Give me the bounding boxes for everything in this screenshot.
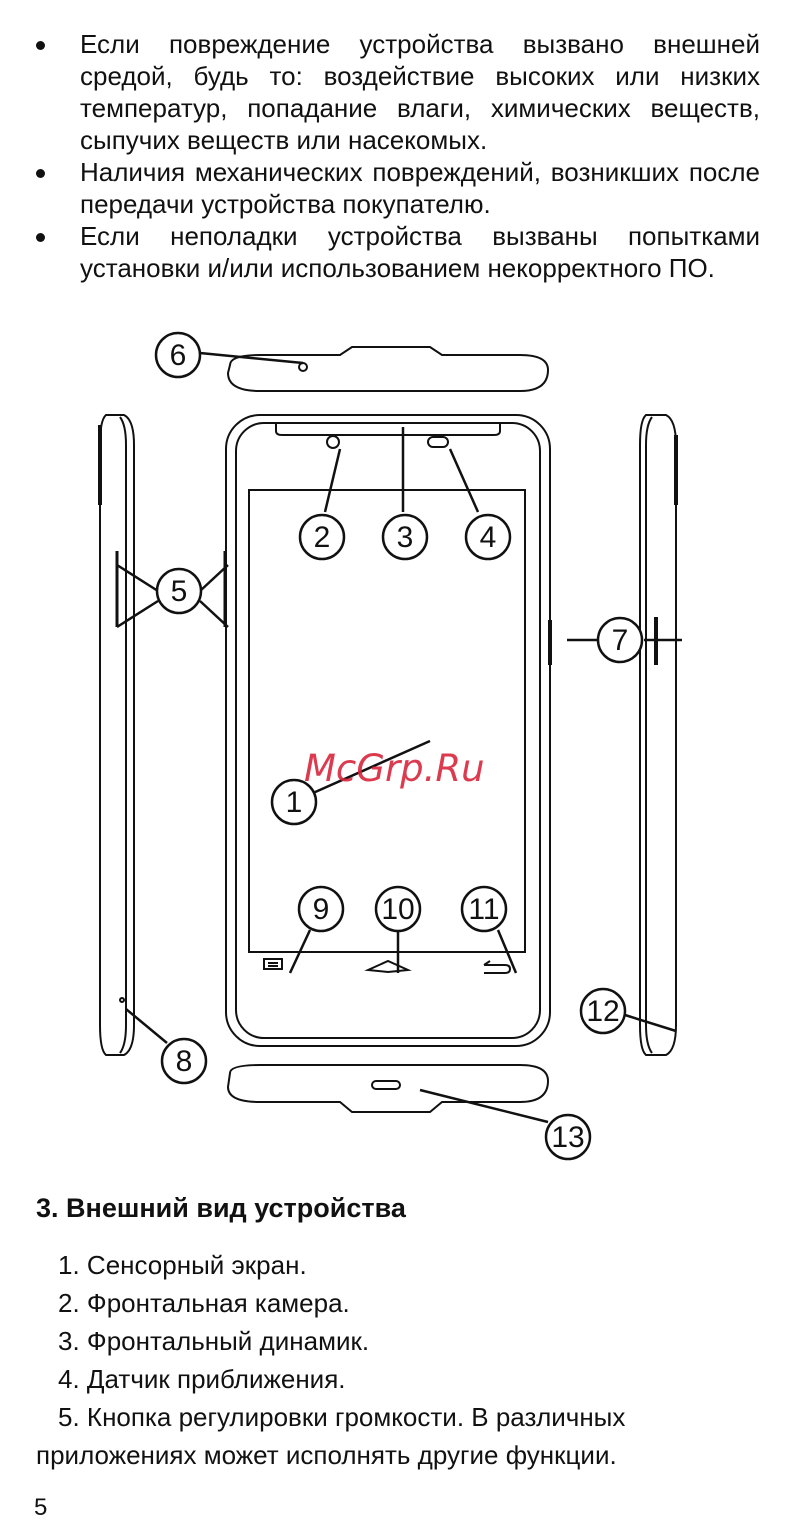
bullet-dot-icon bbox=[36, 169, 45, 178]
list-item: Наличия механических повреждений, возник… bbox=[36, 156, 760, 220]
callout-9: 9 bbox=[297, 885, 345, 933]
svg-text:9: 9 bbox=[313, 893, 330, 926]
list-item: 5. Кнопка регулировки громкости. В разли… bbox=[36, 1402, 626, 1470]
list-item: 4. Датчик приближения. bbox=[58, 1364, 346, 1394]
list-item: 3. Фронтальный динамик. bbox=[58, 1326, 370, 1356]
callout-5: 5 bbox=[155, 567, 203, 615]
list-item: 2. Фронтальная камера. bbox=[58, 1288, 350, 1318]
watermark: McGrp.Ru bbox=[304, 747, 485, 790]
callout-4: 4 bbox=[464, 513, 512, 561]
callout-3: 3 bbox=[381, 513, 429, 561]
callout-11: 11 bbox=[460, 885, 508, 933]
list-item: Если неполадки устройства вызваны попытк… bbox=[36, 220, 760, 284]
section-title: 3. Внешний вид устройства bbox=[36, 1193, 406, 1223]
device-top-view bbox=[226, 346, 550, 392]
callout-6: 6 bbox=[154, 331, 202, 379]
svg-text:6: 6 bbox=[170, 339, 187, 372]
svg-text:10: 10 bbox=[381, 893, 414, 926]
page-number: 5 bbox=[34, 1494, 48, 1521]
list-item: Если повреждение устройства вызвано внеш… bbox=[36, 28, 760, 156]
svg-text:8: 8 bbox=[176, 1045, 193, 1078]
device-left-side-view bbox=[98, 414, 227, 1056]
bullet-dot-icon bbox=[36, 233, 45, 242]
component-list: 1. Сенсорный экран. 2. Фронтальная камер… bbox=[36, 1246, 760, 1474]
device-right-side-view bbox=[639, 414, 678, 1056]
callout-7: 7 bbox=[596, 616, 644, 664]
callout-13: 13 bbox=[544, 1113, 592, 1161]
callout-8: 8 bbox=[160, 1037, 208, 1085]
leader-lines bbox=[116, 351, 682, 1124]
device-diagram: McGrp.Ru 6 2 3 4 5 7 1 9 10 11 12 8 13 bbox=[98, 331, 682, 1161]
callout-10: 10 bbox=[374, 885, 422, 933]
back-key-icon bbox=[483, 960, 512, 974]
device-bottom-view bbox=[226, 1064, 550, 1113]
svg-text:12: 12 bbox=[586, 995, 619, 1028]
callout-2: 2 bbox=[298, 513, 346, 561]
svg-text:4: 4 bbox=[480, 521, 497, 554]
svg-text:13: 13 bbox=[551, 1121, 584, 1154]
svg-text:1: 1 bbox=[286, 786, 303, 819]
svg-text:5: 5 bbox=[171, 575, 188, 608]
home-key-icon bbox=[364, 959, 412, 974]
svg-text:11: 11 bbox=[468, 893, 499, 926]
bullet-dot-icon bbox=[36, 41, 45, 50]
svg-text:3: 3 bbox=[397, 521, 414, 554]
svg-text:7: 7 bbox=[612, 624, 629, 657]
callout-1: 1 bbox=[270, 778, 318, 826]
device-front-view bbox=[225, 414, 552, 1047]
menu-key-icon bbox=[263, 958, 283, 970]
callout-12: 12 bbox=[579, 987, 627, 1035]
warranty-exclusions-list: Если повреждение устройства вызвано внеш… bbox=[36, 28, 760, 284]
list-item: 1. Сенсорный экран. bbox=[58, 1250, 307, 1280]
svg-text:2: 2 bbox=[314, 521, 331, 554]
